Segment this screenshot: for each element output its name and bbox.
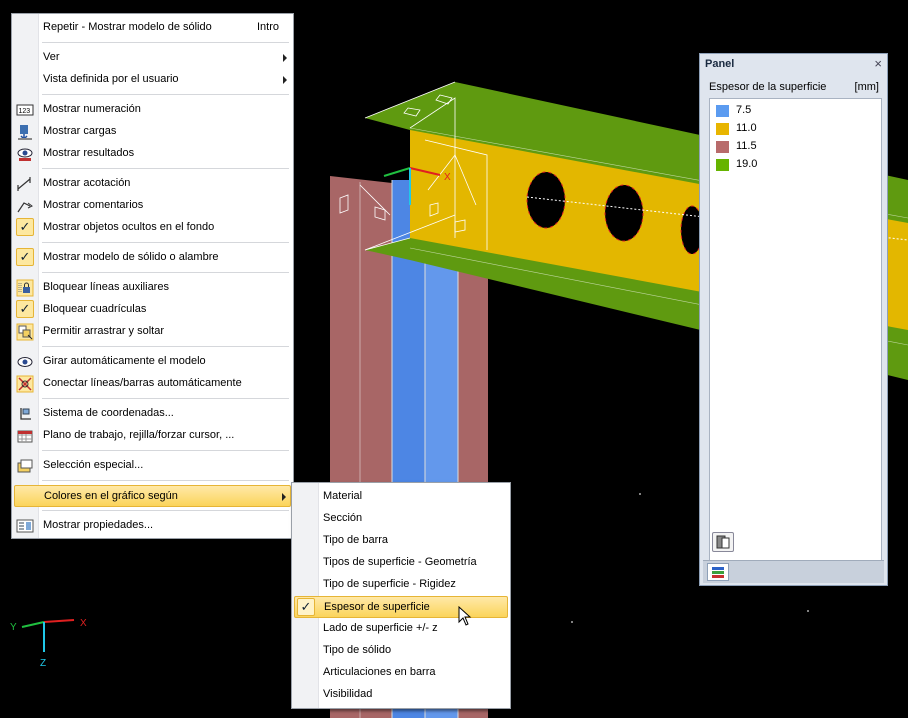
connect-icon [16,375,34,393]
color-by-solid-type[interactable]: Tipo de sólido [323,644,392,656]
comment-icon [17,202,33,213]
show-properties-item[interactable]: Mostrar propiedades... [14,515,291,537]
submenu-arrow-icon [283,54,287,62]
coordinate-system-icon [20,408,31,420]
svg-text:123: 123 [19,108,31,115]
allow-drag-drop-item[interactable]: Permitir arrastrar y soltar [14,321,291,343]
axes-indicator: X Y Z [10,618,87,669]
auto-rotate-item[interactable]: Girar automáticamente el modelo [14,351,291,373]
panel-title: Panel [705,58,735,70]
color-by-surface-thickness[interactable]: ✓ Espesor de superficie [294,596,508,618]
panel-tab-bar [703,560,884,583]
color-by-surface-geometry[interactable]: Tipos de superficie - Geometría [323,556,477,568]
show-results-item[interactable]: Mostrar resultados [14,143,291,165]
color-by-visibility[interactable]: Visibilidad [323,688,373,700]
show-numbering-item[interactable]: 123 Mostrar numeración [14,99,291,121]
axis-x-label: X [80,618,87,629]
submenu-arrow-icon [282,493,286,501]
shortcut-label: Intro [256,21,279,33]
color-by-material[interactable]: Material [323,490,363,502]
show-comments-item[interactable]: Mostrar comentarios [14,195,291,217]
legend-swatch [716,123,729,135]
mouse-cursor-icon [458,606,472,626]
show-dimensions-item[interactable]: Mostrar acotación [14,173,291,195]
context-menu[interactable]: Repetir - Mostrar modelo de sólido Intro… [11,13,294,539]
work-plane-icon [17,430,33,443]
rotate-eye-icon [17,357,33,367]
color-by-member-hinges[interactable]: Articulaciones en barra [323,666,436,678]
lock-auxiliary-lines-item[interactable]: Bloquear líneas auxiliares [14,277,291,299]
connection-wireframe [339,94,488,251]
color-bars-icon [712,567,724,578]
view-menu-item[interactable]: Ver [14,47,291,69]
submenu-arrow-icon [283,76,287,84]
panel-unit: [mm] [854,81,879,93]
dimension-icon [17,177,31,191]
show-hidden-objects-item[interactable]: ✓ Mostrar objetos ocultos en el fondo [14,217,291,239]
drag-drop-icon [16,323,34,341]
legend-swatch [716,159,729,171]
legend-list[interactable]: 7.5 11.0 11.5 19.0 [709,98,882,580]
coordinate-system-item[interactable]: Sistema de coordenadas... [14,403,291,425]
checkmark-icon: ✓ [16,300,34,318]
properties-icon [16,519,34,533]
web-opening [604,184,644,242]
panel-settings-button[interactable] [712,532,734,552]
checkmark-icon: ✓ [16,218,34,236]
results-icon [17,148,33,161]
color-by-surface-side[interactable]: Lado de superficie +/- z [323,622,438,634]
checkmark-icon: ✓ [297,598,315,616]
colors-submenu[interactable]: Material Sección Tipo de barra Tipos de … [291,482,511,709]
close-icon[interactable]: × [874,56,882,71]
numbering-icon: 123 [16,104,34,116]
color-by-section[interactable]: Sección [323,512,363,524]
repeat-solid-model-item[interactable]: Repetir - Mostrar modelo de sólido Intro [43,21,279,33]
web-opening [526,171,566,229]
work-plane-item[interactable]: Plano de trabajo, rejilla/forzar cursor,… [14,425,291,447]
colors-by-menu-item[interactable]: Colores en el gráfico según [14,485,291,507]
axis-y-label: Y [10,622,17,633]
show-loads-item[interactable]: Mostrar cargas [14,121,291,143]
selection-icon [17,459,33,473]
color-by-member-type[interactable]: Tipo de barra [323,534,389,546]
special-selection-item[interactable]: Selección especial... [14,455,291,477]
legend-panel[interactable]: Panel × Espesor de la superficie [mm] 7.… [699,53,888,586]
color-scale-tab[interactable] [707,563,729,581]
color-by-surface-stiffness[interactable]: Tipo de superficie - Rigidez [323,578,456,590]
legend-swatch [716,141,729,153]
checkmark-icon: ✓ [16,248,34,266]
show-solid-wireframe-item[interactable]: ✓ Mostrar modelo de sólido o alambre [14,247,291,269]
beam-axis-x-label: X [444,172,451,183]
legend-swatch [716,105,729,117]
lock-lines-icon [16,279,34,297]
lock-grids-item[interactable]: ✓ Bloquear cuadrículas [14,299,291,321]
user-view-menu-item[interactable]: Vista definida por el usuario [14,69,291,91]
loads-icon [18,125,32,141]
axis-z-label: Z [40,658,46,669]
panel-header: Espesor de la superficie [709,81,827,93]
auto-connect-lines-item[interactable]: Conectar líneas/barras automáticamente [14,373,291,395]
clipboard-icon [716,535,730,549]
